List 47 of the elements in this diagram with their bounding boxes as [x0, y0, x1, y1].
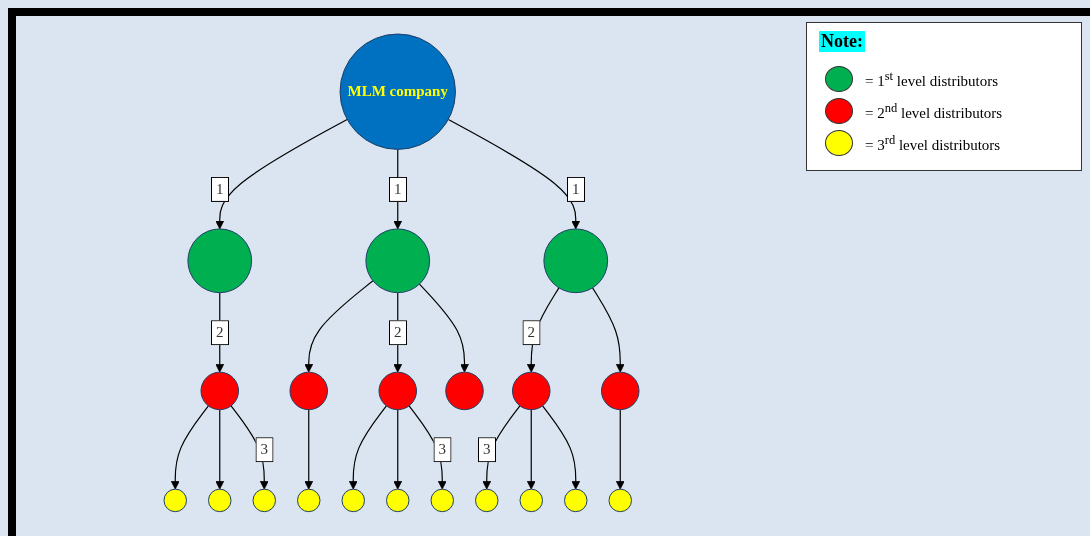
- edge-label: 1: [215, 181, 223, 198]
- node-circle: [378, 371, 417, 411]
- arrow: [214, 119, 348, 230]
- node-circle: MLM company: [339, 33, 456, 151]
- edge-label: 2: [393, 324, 401, 341]
- arrow: [591, 287, 625, 373]
- node-circle: [296, 488, 320, 513]
- arrow: [303, 409, 313, 490]
- node-circle: [252, 488, 276, 513]
- legend-text: = 3$^{rd}$ level distributors: [865, 132, 1001, 154]
- node-circle: [608, 488, 632, 513]
- legend-text: = 1$^{st}$ level distributors: [865, 68, 999, 90]
- legend-text: = 2$^{nd}$ level distributors: [865, 100, 1003, 122]
- edge-label: 1: [393, 181, 401, 198]
- node-circle: [207, 488, 231, 513]
- note-heading: Note:: [819, 31, 865, 52]
- edge-label: 3: [482, 441, 490, 458]
- node-circle: [289, 371, 328, 411]
- arrow: [303, 280, 374, 373]
- node-circle: [444, 371, 484, 411]
- node-circle: [542, 228, 608, 294]
- edge-label: 2: [527, 324, 535, 341]
- arrow: [170, 405, 209, 490]
- node-circle: [163, 488, 187, 513]
- node-circle: [200, 371, 239, 411]
- node-circle: [430, 488, 454, 513]
- node-circle: [341, 488, 365, 513]
- node-circle: [385, 488, 409, 513]
- arrow: [418, 283, 469, 373]
- arrow: [214, 409, 224, 490]
- edge-label: 3: [260, 441, 268, 458]
- arrow: [348, 405, 387, 490]
- node-circle: [186, 228, 252, 294]
- edge-label: 2: [215, 324, 223, 341]
- arrow: [526, 409, 536, 490]
- node-circle: [474, 488, 498, 513]
- edge-label: 1: [571, 181, 579, 198]
- node-circle: [511, 371, 550, 411]
- node-circle: [563, 488, 587, 513]
- node-circle: [519, 488, 543, 513]
- arrow: [447, 119, 580, 230]
- arrow: [392, 409, 402, 490]
- node-circle: [600, 371, 639, 411]
- node-circle: [364, 228, 430, 294]
- edge-label: 3: [438, 441, 446, 458]
- arrow: [541, 405, 580, 490]
- arrow: [615, 409, 625, 490]
